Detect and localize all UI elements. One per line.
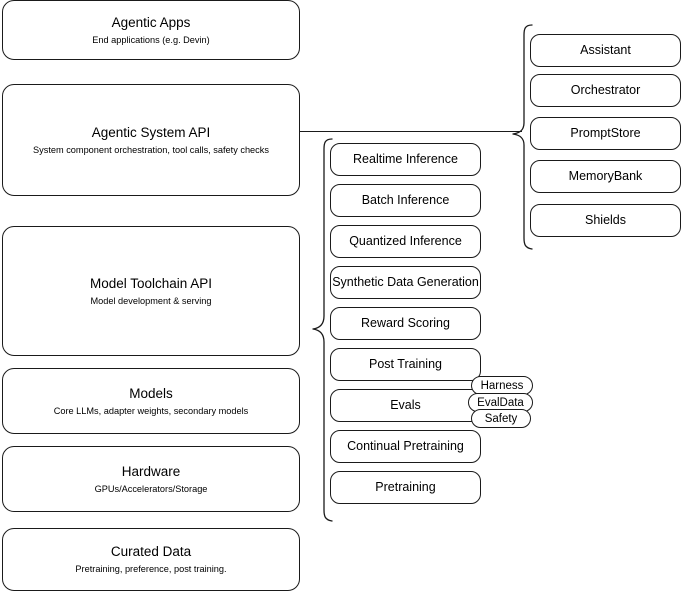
layer-subtitle: Core LLMs, adapter weights, secondary mo… (53, 405, 249, 416)
eval-badge-label: Harness (480, 379, 524, 392)
capability-label: Synthetic Data Generation (332, 275, 479, 289)
layer-agentic-apps[interactable]: Agentic Apps End applications (e.g. Devi… (2, 0, 300, 60)
layer-subtitle: System component orchestration, tool cal… (33, 144, 269, 155)
layer-model-toolchain-api[interactable]: Model Toolchain API Model development & … (2, 226, 300, 356)
eval-badge-label: EvalData (477, 396, 524, 409)
layer-curated-data[interactable]: Curated Data Pretraining, preference, po… (2, 528, 300, 591)
capability-label: Realtime Inference (353, 152, 458, 166)
component-label: PromptStore (570, 126, 641, 140)
eval-badge-safety[interactable]: Safety (471, 409, 531, 428)
layer-models[interactable]: Models Core LLMs, adapter weights, secon… (2, 368, 300, 434)
capability-synthetic-data-generation[interactable]: Synthetic Data Generation (330, 266, 481, 299)
layer-title: Hardware (121, 463, 181, 479)
capability-label: Reward Scoring (361, 316, 450, 330)
layer-title: Curated Data (110, 544, 192, 559)
component-label: MemoryBank (568, 169, 643, 183)
layer-subtitle: Model development & serving (90, 295, 212, 306)
layer-title: Models (129, 385, 173, 401)
layer-title: Model Toolchain API (89, 275, 213, 291)
component-memorybank[interactable]: MemoryBank (530, 160, 681, 193)
layer-title: Agentic Apps (111, 14, 191, 30)
layer-subtitle: End applications (e.g. Devin) (92, 34, 210, 45)
layer-hardware[interactable]: Hardware GPUs/Accelerators/Storage (2, 446, 300, 512)
component-promptstore[interactable]: PromptStore (530, 117, 681, 150)
eval-badge-evaldata[interactable]: EvalData (468, 393, 533, 412)
component-label: Assistant (580, 43, 631, 57)
capability-batch-inference[interactable]: Batch Inference (330, 184, 481, 217)
brace-toolchain-capabilities (312, 138, 333, 522)
capability-label: Pretraining (375, 480, 436, 494)
component-label: Shields (585, 213, 626, 227)
component-orchestrator[interactable]: Orchestrator (530, 74, 681, 107)
capability-realtime-inference[interactable]: Realtime Inference (330, 143, 481, 176)
layer-title: Agentic System API (91, 124, 211, 140)
capability-label: Evals (390, 398, 421, 412)
layer-subtitle: GPUs/Accelerators/Storage (94, 483, 208, 494)
layer-agentic-system-api[interactable]: Agentic System API System component orch… (2, 84, 300, 196)
capability-reward-scoring[interactable]: Reward Scoring (330, 307, 481, 340)
capability-label: Continual Pretraining (347, 439, 464, 453)
component-label: Orchestrator (570, 83, 641, 97)
capability-quantized-inference[interactable]: Quantized Inference (330, 225, 481, 258)
layer-subtitle: Pretraining, preference, post training. (75, 564, 227, 574)
eval-badge-label: Safety (484, 412, 518, 425)
capability-label: Quantized Inference (349, 234, 462, 248)
component-assistant[interactable]: Assistant (530, 34, 681, 67)
connector-system-api-to-components (300, 131, 522, 133)
capability-post-training[interactable]: Post Training (330, 348, 481, 381)
component-shields[interactable]: Shields (530, 204, 681, 237)
brace-system-components (512, 24, 533, 250)
capability-continual-pretraining[interactable]: Continual Pretraining (330, 430, 481, 463)
capability-label: Post Training (369, 357, 442, 371)
capability-evals[interactable]: Evals (330, 389, 481, 422)
capability-label: Batch Inference (361, 193, 450, 207)
capability-pretraining[interactable]: Pretraining (330, 471, 481, 504)
